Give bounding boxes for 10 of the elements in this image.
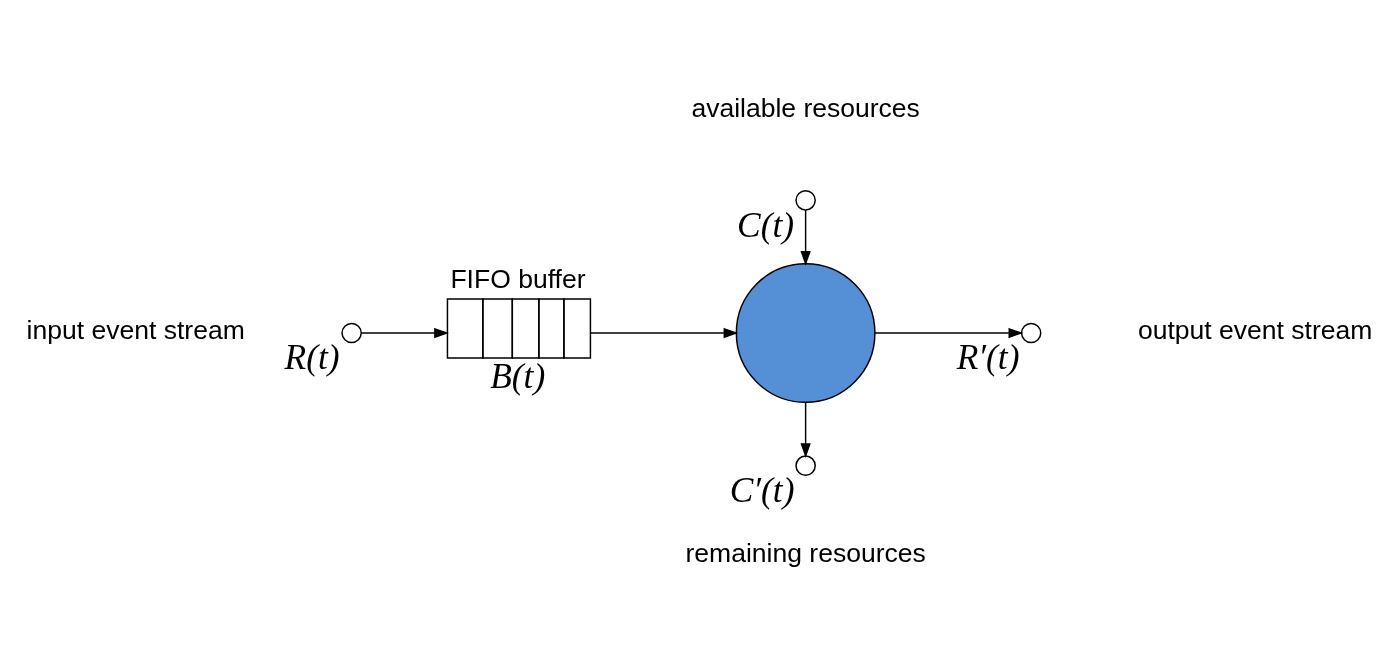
- node-label: C′(t): [729, 469, 795, 510]
- node-label: C(t): [737, 204, 795, 245]
- node-label: R(t): [284, 336, 340, 377]
- node-label: FIFO buffer: [450, 263, 586, 294]
- node-label: input event stream: [26, 314, 245, 345]
- node-label: output event stream: [1138, 314, 1373, 345]
- node-label: remaining resources: [685, 537, 926, 568]
- node-label: B(t): [490, 355, 546, 396]
- node-label: R′(t): [956, 336, 1020, 377]
- node-label: available resources: [691, 92, 920, 123]
